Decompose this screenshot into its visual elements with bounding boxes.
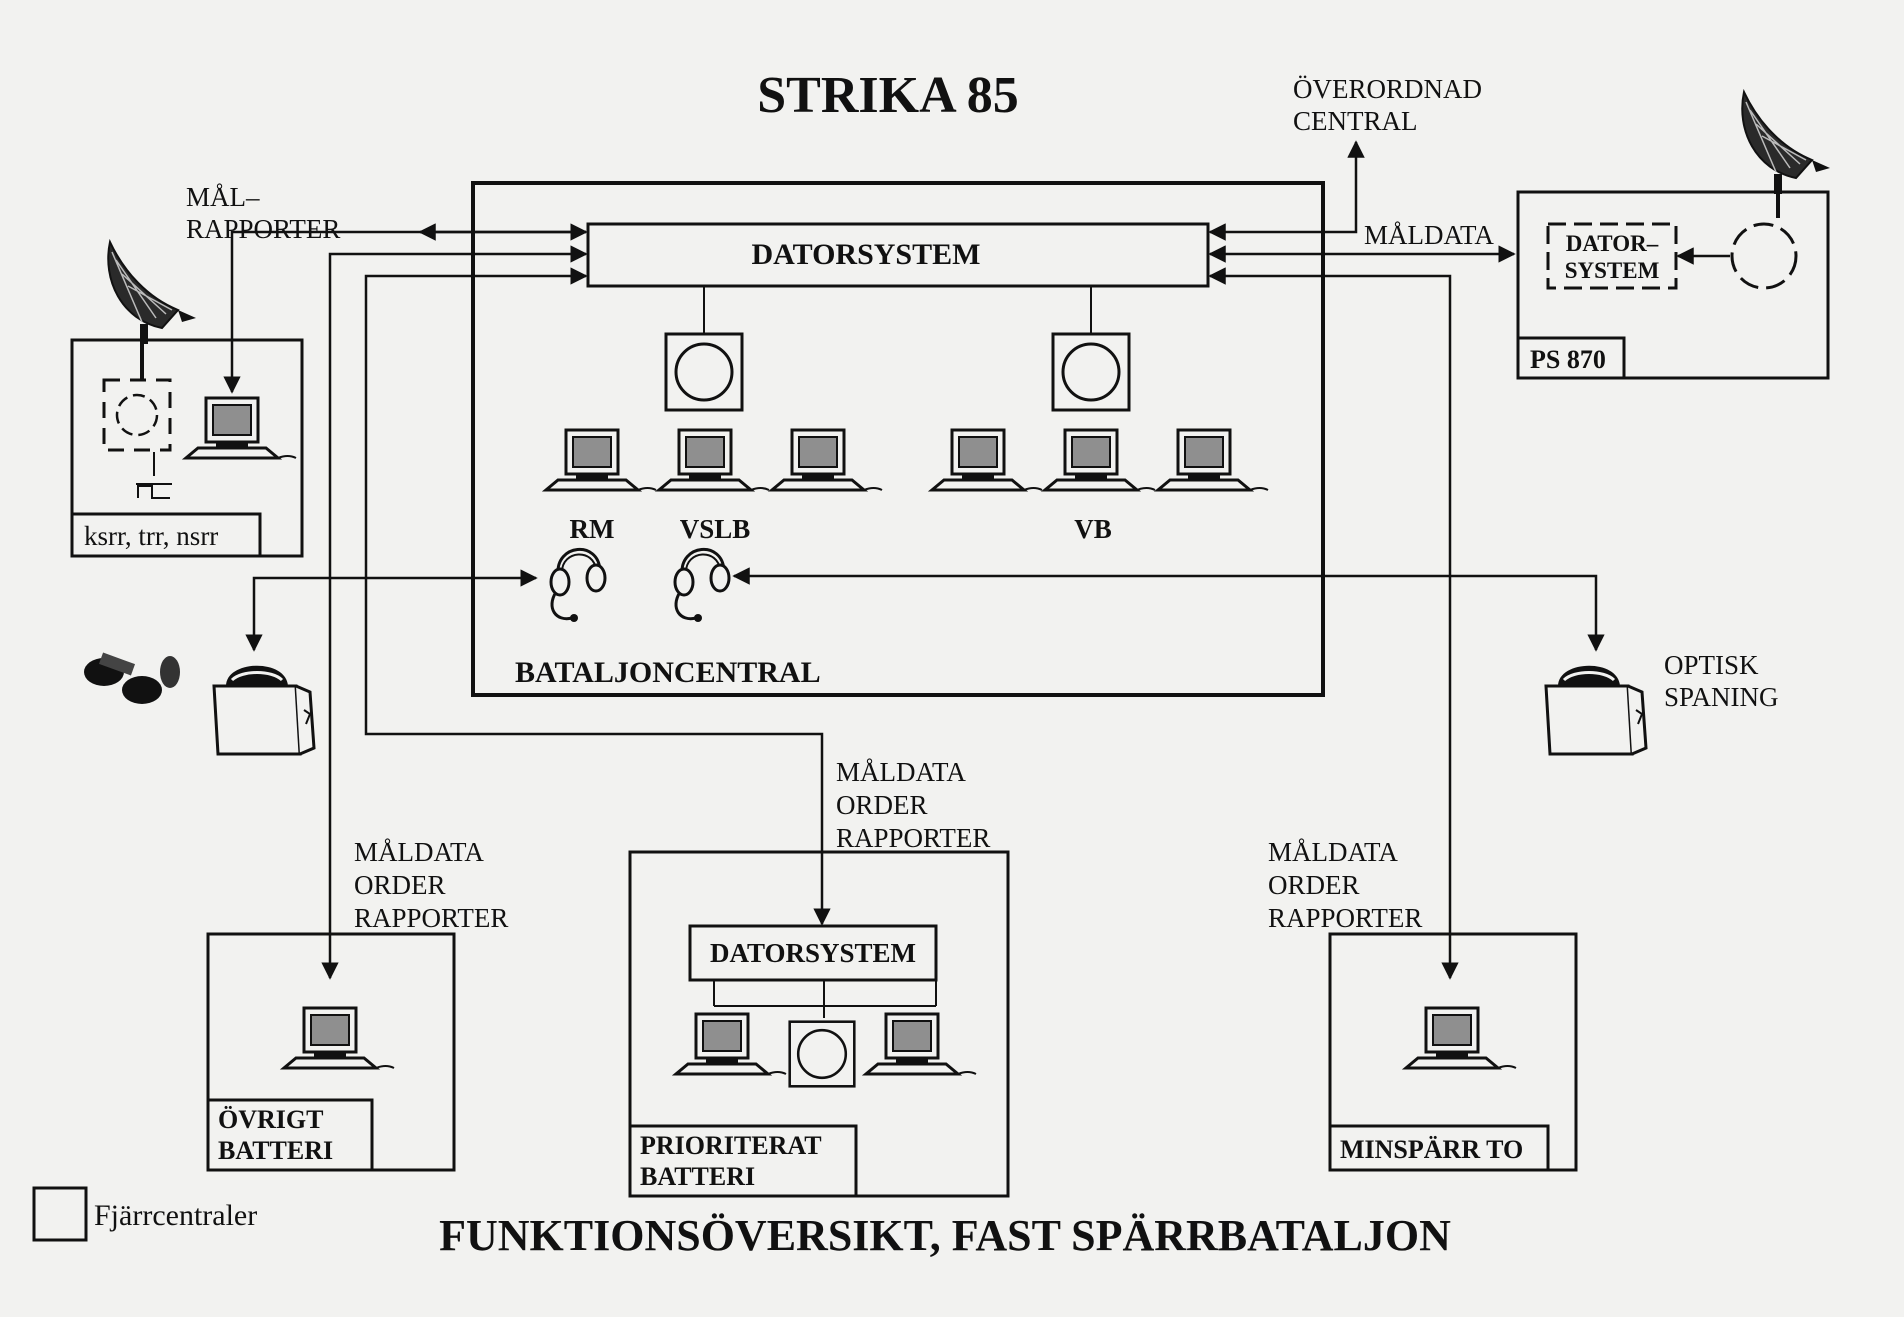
battalion-central: DATORSYSTEM RM VSLB VB BATALJONCENTRAL (471, 181, 1325, 697)
role-label-vslb: VSLB (680, 514, 751, 544)
other-battery-label-line2: BATTERI (218, 1136, 333, 1165)
radar-station: ksrr, trr, nsrr MÅL– RAPPORTER (70, 182, 588, 558)
other-battery: MÅLDATA ORDER RAPPORTER ÖVRIGT BATTERI (206, 245, 588, 1172)
optical-reconnaissance-left (84, 569, 538, 756)
headset-icon (673, 547, 731, 624)
link-optical-left (245, 569, 538, 652)
computer-terminal-icon (930, 428, 1044, 492)
computer-terminal-icon (864, 1012, 978, 1076)
other-battery-link-line3: RAPPORTER (354, 903, 508, 933)
other-battery-link-line1: MÅLDATA (354, 837, 484, 867)
radar-station-label: ksrr, trr, nsrr (84, 521, 218, 551)
mine-barrier-link-line1: MÅLDATA (1268, 837, 1398, 867)
binoculars-icon (84, 652, 180, 704)
radar-dish-icon (1741, 91, 1831, 195)
ps870-computer-line1: DATOR– (1566, 231, 1659, 256)
ps870-computer-line2: SYSTEM (1565, 258, 1660, 283)
headset-icon (549, 547, 607, 624)
prioritized-battery-link-line2: ORDER (836, 790, 928, 820)
computer-terminal-icon (1043, 428, 1157, 492)
superior-central: ÖVERORDNAD CENTRAL (1208, 74, 1482, 241)
link-other-battery (321, 245, 588, 980)
computer-terminal-icon (184, 396, 298, 460)
ps870-computer-box (1546, 222, 1678, 290)
role-label-rm: RM (570, 514, 615, 544)
superior-central-line1: ÖVERORDNAD (1293, 74, 1482, 104)
field-telephone-icon (1544, 664, 1648, 756)
link-prioritized-battery (364, 267, 831, 926)
page-subtitle: FUNKTIONSÖVERSIKT, FAST SPÄRRBATALJON (439, 1211, 1451, 1260)
superior-central-line2: CENTRAL (1293, 106, 1418, 136)
prioritized-battery-computer-box (688, 924, 938, 982)
computer-terminal-icon (770, 428, 884, 492)
prioritized-battery-computer-label: DATORSYSTEM (710, 938, 916, 968)
computer-terminal-icon (544, 428, 658, 492)
optical-line1: OPTISK (1664, 650, 1759, 680)
display-screen-icon (788, 1020, 856, 1088)
display-screen-icon (664, 332, 744, 412)
display-screen-icon (1051, 332, 1131, 412)
legend: Fjärrcentraler (32, 1186, 257, 1242)
radar-scope-icon (1730, 222, 1798, 290)
link-superior-central (1208, 140, 1365, 241)
computer-terminal-icon (657, 428, 771, 492)
other-battery-label-line1: ÖVRIGT (218, 1105, 323, 1134)
target-reports-line1: MÅL– (186, 182, 260, 212)
ps870-label: PS 870 (1530, 345, 1606, 374)
central-computer-label: DATORSYSTEM (752, 238, 981, 271)
mine-barrier-label: MINSPÄRR TO (1340, 1135, 1523, 1164)
ps870-station: DATOR– SYSTEM PS 870 MÅLDATA (1208, 91, 1831, 380)
optical-line2: SPANING (1664, 682, 1779, 712)
ps870-link-label: MÅLDATA (1364, 220, 1494, 250)
legend-swatch (32, 1186, 88, 1242)
prioritized-battery-label-line2: BATTERI (640, 1162, 755, 1191)
other-battery-link-line2: ORDER (354, 870, 446, 900)
computer-terminal-icon (282, 1006, 396, 1070)
link-optical-right (732, 567, 1605, 652)
mine-barrier-link-line3: RAPPORTER (1268, 903, 1422, 933)
page-title: STRIKA 85 (757, 67, 1019, 124)
legend-label: Fjärrcentraler (94, 1199, 257, 1232)
battalion-central-label: BATALJONCENTRAL (515, 656, 821, 689)
radar-dish-icon (107, 241, 197, 345)
prioritized-battery-label-line1: PRIORITERAT (640, 1131, 822, 1160)
computer-terminal-icon (1404, 1006, 1518, 1070)
field-telephone-icon (212, 664, 316, 756)
prioritized-battery-link-line3: RAPPORTER (836, 823, 990, 853)
ps870-frame (1516, 190, 1830, 380)
prioritized-battery: MÅLDATA ORDER RAPPORTER DATORSYSTEM PRIO… (364, 267, 1010, 1198)
link-mine-barrier (1208, 267, 1459, 980)
role-label-vb: VB (1074, 514, 1112, 544)
link-target-reports (223, 223, 588, 394)
optical-reconnaissance-right: OPTISK SPANING (732, 567, 1779, 756)
mine-barrier: MÅLDATA ORDER RAPPORTER MINSPÄRR TO (1208, 267, 1578, 1172)
target-reports-line2: RAPPORTER (186, 214, 340, 244)
computer-terminal-icon (674, 1012, 788, 1076)
computer-terminal-icon (1156, 428, 1270, 492)
prioritized-battery-link-line1: MÅLDATA (836, 757, 966, 787)
mine-barrier-link-line2: ORDER (1268, 870, 1360, 900)
